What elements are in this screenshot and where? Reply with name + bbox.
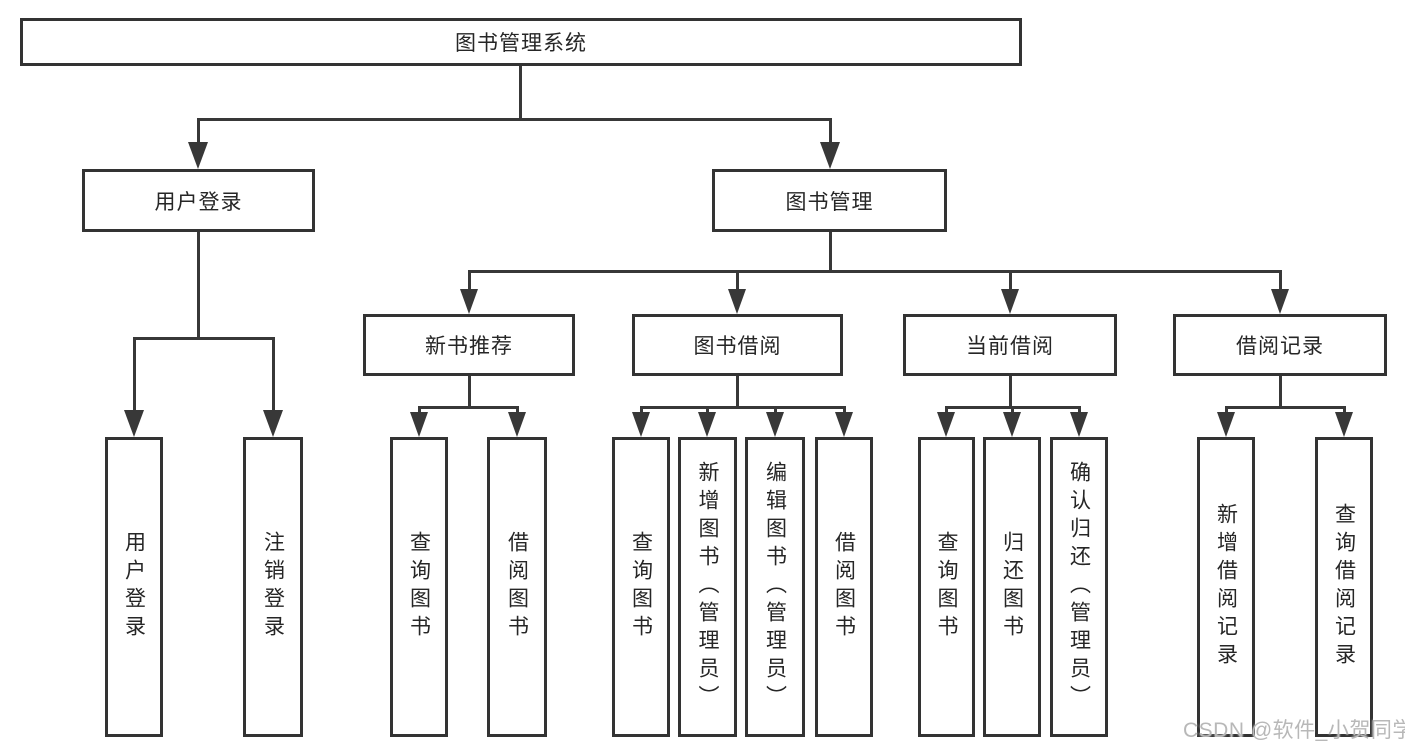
connector-book-mgmt-stem: [829, 232, 832, 270]
node-library-system: 图书管理系统: [20, 18, 1022, 66]
arrow-down-icon: [1003, 412, 1021, 437]
node-label: 借阅图书: [832, 531, 856, 643]
connector: [1225, 406, 1228, 414]
node-book-management: 图书管理: [712, 169, 947, 232]
arrow-down-icon: [1335, 412, 1353, 437]
connector: [418, 406, 421, 414]
node-label: 借阅图书: [505, 531, 529, 643]
arrow-down-icon: [698, 412, 716, 437]
node-label: 确认归还（管理员）: [1067, 461, 1091, 713]
leaf-borrow-add-books-admin: 新增图书（管理员）: [678, 437, 737, 737]
connector-current-borrow-stem: [1009, 376, 1012, 406]
leaf-borrow-edit-books-admin: 编辑图书（管理员）: [745, 437, 805, 737]
node-label: 编辑图书（管理员）: [763, 461, 787, 713]
connector: [945, 406, 948, 414]
connector-level3-bus: [468, 270, 1282, 273]
node-label: 新增图书（管理员）: [696, 461, 719, 713]
leaf-logout: 注销登录: [243, 437, 303, 737]
node-current-borrow: 当前借阅: [903, 314, 1117, 376]
node-label: 查询借阅记录: [1332, 503, 1356, 671]
connector: [774, 406, 777, 414]
arrow-down-icon: [263, 410, 283, 437]
node-label: 用户登录: [154, 190, 243, 214]
leaf-current-return-books: 归还图书: [983, 437, 1041, 737]
connector: [829, 118, 832, 144]
arrow-down-icon: [508, 412, 526, 437]
leaf-records-add-record: 新增借阅记录: [1197, 437, 1255, 737]
leaf-records-query-record: 查询借阅记录: [1315, 437, 1373, 737]
leaf-user-login: 用户登录: [105, 437, 163, 737]
connector: [736, 270, 739, 290]
arrow-down-icon: [410, 412, 428, 437]
node-label: 用户登录: [122, 531, 146, 643]
node-label: 归还图书: [1000, 531, 1024, 643]
node-label: 图书管理系统: [455, 32, 587, 55]
arrow-down-icon: [124, 410, 144, 437]
node-label: 当前借阅: [966, 335, 1054, 358]
connector-new-books-stem: [468, 376, 471, 406]
leaf-current-query-books: 查询图书: [918, 437, 975, 737]
connector: [272, 337, 275, 411]
node-label: 查询图书: [407, 531, 431, 643]
connector-book-borrow-stem: [736, 376, 739, 406]
arrow-down-icon: [1001, 289, 1019, 314]
node-label: 注销登录: [261, 531, 285, 643]
connector-borrow-records-bus: [1225, 406, 1345, 409]
arrow-down-icon: [460, 289, 478, 314]
connector-new-books-bus: [418, 406, 519, 409]
connector-user-login-stem: [197, 232, 200, 337]
leaf-current-confirm-return-admin: 确认归还（管理员）: [1050, 437, 1108, 737]
node-label: 图书借阅: [693, 335, 782, 358]
connector-borrow-records-stem: [1279, 376, 1282, 406]
arrow-down-icon: [1271, 289, 1289, 314]
node-borrow-records: 借阅记录: [1173, 314, 1387, 376]
arrow-down-icon: [1070, 412, 1088, 437]
node-label: 图书管理: [785, 190, 874, 214]
connector: [1009, 270, 1012, 290]
connector: [468, 270, 471, 290]
connector-user-login-bus: [133, 337, 275, 340]
arrow-down-icon: [937, 412, 955, 437]
connector-book-borrow-bus: [640, 406, 845, 409]
arrow-down-icon: [766, 412, 784, 437]
node-new-book-recommend: 新书推荐: [363, 314, 575, 376]
leaf-borrow-query-books: 查询图书: [612, 437, 670, 737]
connector: [1343, 406, 1346, 414]
node-label: 新书推荐: [425, 335, 513, 358]
csdn-watermark: CSDN @软件_小贺同学: [1183, 719, 1405, 742]
arrow-down-icon: [1217, 412, 1235, 437]
leaf-borrow-borrow-books: 借阅图书: [815, 437, 873, 737]
arrow-down-icon: [835, 412, 853, 437]
connector: [640, 406, 643, 414]
arrow-down-icon: [632, 412, 650, 437]
arrow-down-icon: [728, 289, 746, 314]
node-label: 查询图书: [629, 531, 653, 643]
node-label: 查询图书: [935, 531, 958, 643]
connector-root-stem: [519, 66, 522, 118]
connector: [516, 406, 519, 414]
connector: [1279, 270, 1282, 290]
arrow-down-icon: [188, 142, 208, 169]
node-label: 新增借阅记录: [1214, 503, 1238, 671]
connector: [1078, 406, 1081, 414]
connector: [706, 406, 709, 414]
connector-level2-bus: [197, 118, 832, 121]
leaf-newbooks-query-books: 查询图书: [390, 437, 448, 737]
node-user-login: 用户登录: [82, 169, 315, 232]
connector: [197, 118, 200, 144]
connector: [133, 337, 136, 411]
arrow-down-icon: [820, 142, 840, 169]
leaf-newbooks-borrow-books: 借阅图书: [487, 437, 547, 737]
node-book-borrow: 图书借阅: [632, 314, 843, 376]
connector: [1011, 406, 1014, 414]
connector: [843, 406, 846, 414]
node-label: 借阅记录: [1236, 335, 1324, 358]
